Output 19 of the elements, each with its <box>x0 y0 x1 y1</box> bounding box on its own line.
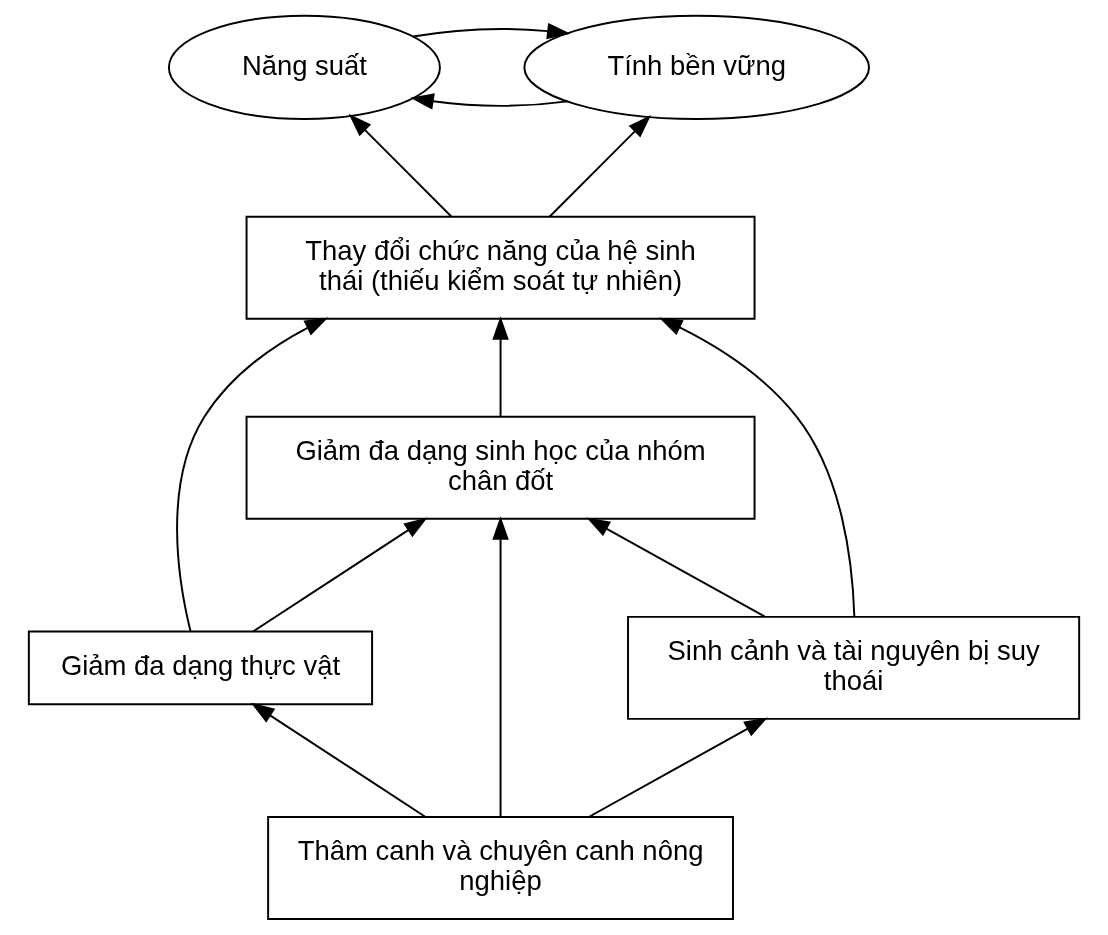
arrow <box>586 517 766 618</box>
arrow <box>658 317 856 618</box>
arrow <box>176 317 329 633</box>
arrow <box>588 717 768 818</box>
arrow <box>412 22 571 40</box>
arrow <box>348 113 453 218</box>
arrow <box>492 316 509 418</box>
arrow <box>250 702 426 818</box>
node-box: Giảm đa dạng sinh học của nhóm chân đốt <box>245 415 756 520</box>
node-ellipse: Năng suất <box>167 14 441 120</box>
arrow <box>548 115 652 218</box>
node-box: Thay đổi chức năng của hệ sinh thái (thiếu kiểm soát tự nhiên) <box>245 215 756 320</box>
arrow <box>252 517 428 633</box>
arrow <box>410 93 569 110</box>
node-box: Thâm canh và chuyên canh nông nghiệp <box>267 815 734 920</box>
arrow <box>492 516 509 818</box>
node-box: Sinh cảnh và tài nguyên bị suy thoái <box>627 615 1081 720</box>
node-ellipse: Tính bền vững <box>523 14 870 120</box>
node-box: Giảm đa dạng thực vật <box>27 630 374 706</box>
